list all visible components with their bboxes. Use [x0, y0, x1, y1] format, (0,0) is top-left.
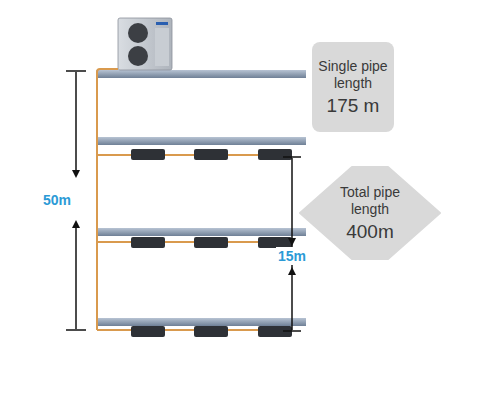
- text-group: Single pipe length175 m: [318, 58, 388, 117]
- dimension-label: 50m: [41, 191, 73, 209]
- floor-slabs: [96, 70, 306, 326]
- callout-heading: Total pipe length: [329, 184, 411, 218]
- callout-box: Single pipe length175 m: [312, 42, 394, 132]
- indoor-units: [131, 149, 292, 337]
- text-group: Total pipe length400m: [329, 184, 411, 243]
- callout-value: 400m: [329, 220, 411, 243]
- callout-diamond: Total pipe length400m: [299, 166, 441, 260]
- outdoor-unit: [118, 18, 172, 70]
- callout-heading: Single pipe length: [318, 58, 388, 92]
- callout-value: 175 m: [318, 94, 388, 117]
- refrigerant-pipe: [97, 69, 290, 330]
- dimension-label: 15m: [276, 247, 308, 265]
- level-dimension: [283, 157, 301, 331]
